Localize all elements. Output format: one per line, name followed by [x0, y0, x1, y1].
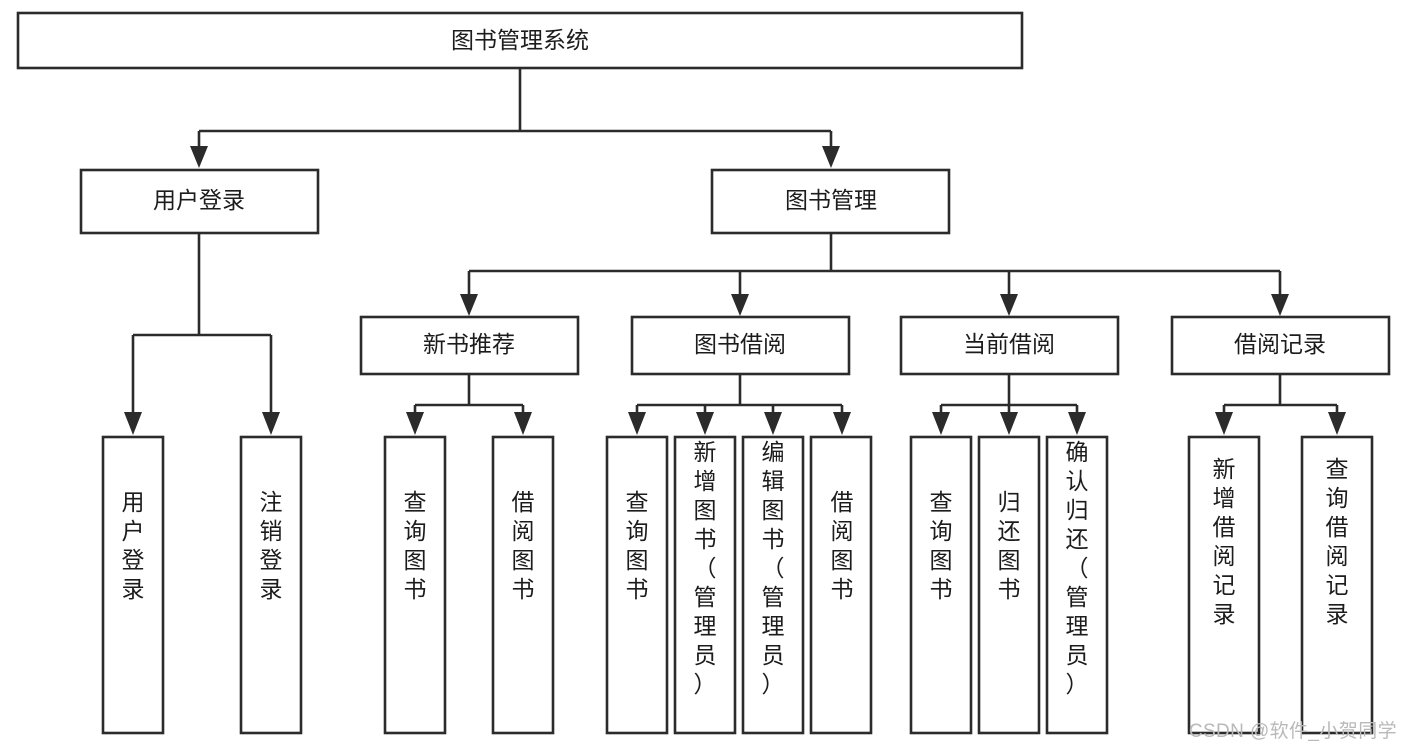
connector-layer	[124, 68, 1346, 435]
arrow-head-leaf-borrow-book-1	[514, 412, 532, 435]
arrow-head-leaf-add-book	[696, 412, 714, 435]
arrow-head-book-borrow	[731, 294, 749, 316]
node-root-label: 图书管理系统	[451, 27, 589, 53]
node-leaf-add-book-label: 新增图书（管理员）	[694, 439, 717, 697]
node-leaf-borrow-book-2-label: 借阅图书	[831, 489, 854, 602]
node-leaf-query-book-3-box[interactable]	[909, 435, 973, 735]
node-leaf-borrow-book-1[interactable]: 借阅图书	[491, 435, 555, 735]
arrow-head-leaf-borrow-book-2	[833, 412, 851, 435]
arrow-head-new-book-recommend	[460, 294, 478, 316]
node-leaf-query-book-1[interactable]: 查询图书	[383, 435, 447, 735]
node-leaf-borrow-book-2-box[interactable]	[809, 435, 873, 735]
node-leaf-borrow-book-2[interactable]: 借阅图书	[809, 435, 873, 735]
node-leaf-add-record-box[interactable]	[1187, 435, 1261, 735]
node-leaf-logout-box[interactable]	[239, 435, 303, 735]
node-leaf-query-book-2-box[interactable]	[605, 435, 669, 735]
node-leaf-add-record-label: 新增借阅记录	[1213, 456, 1236, 627]
arrow-head-user-login	[190, 146, 208, 168]
node-leaf-confirm-return-label: 确认归还（管理员）	[1066, 439, 1089, 697]
node-leaf-add-book-box[interactable]	[673, 435, 737, 735]
arrow-head-leaf-add-record	[1215, 412, 1233, 435]
node-current-borrow-box[interactable]	[899, 315, 1120, 376]
node-leaf-borrow-book-1-box[interactable]	[491, 435, 555, 735]
arrow-head-leaf-edit-book	[764, 412, 782, 435]
arrow-head-borrow-record	[1271, 294, 1289, 316]
node-leaf-logout-label: 注销登录	[260, 489, 283, 602]
node-leaf-return-book[interactable]: 归还图书	[977, 435, 1041, 735]
node-leaf-add-book[interactable]: 新增图书（管理员）	[673, 435, 737, 735]
node-book-borrow[interactable]: 图书借阅	[630, 315, 851, 376]
node-new-book-recommend-box[interactable]	[359, 315, 580, 376]
node-leaf-query-record-box[interactable]	[1300, 435, 1374, 735]
node-current-borrow[interactable]: 当前借阅	[899, 315, 1120, 376]
node-leaf-user-login-label: 用户登录	[122, 489, 145, 602]
node-leaf-borrow-book-1-label: 借阅图书	[512, 489, 535, 602]
node-user-login-label: 用户登录	[153, 187, 245, 213]
node-leaf-query-book-2[interactable]: 查询图书	[605, 435, 669, 735]
node-leaf-query-record-label: 查询借阅记录	[1326, 456, 1349, 627]
arrow-head-leaf-user-login	[124, 412, 142, 435]
node-leaf-query-book-3-label: 查询图书	[930, 489, 953, 602]
arrow-head-leaf-confirm-return	[1068, 412, 1086, 435]
arrow-head-leaf-logout	[262, 412, 280, 435]
node-book-manage-label: 图书管理	[785, 187, 877, 213]
arrow-head-leaf-query-record	[1328, 412, 1346, 435]
node-new-book-recommend[interactable]: 新书推荐	[359, 315, 580, 376]
node-user-login-box[interactable]	[79, 168, 320, 235]
node-book-manage-box[interactable]	[710, 168, 951, 235]
node-leaf-confirm-return[interactable]: 确认归还（管理员）	[1045, 435, 1109, 735]
node-leaf-query-book-1-box[interactable]	[383, 435, 447, 735]
leaf-nodes-layer: 用户登录 注销登录 查询图书 借阅图书 查询图书 新增图书（管理员）	[101, 435, 1374, 735]
node-leaf-return-book-label: 归还图书	[998, 489, 1021, 602]
node-current-borrow-label: 当前借阅	[963, 331, 1055, 357]
node-leaf-edit-book-label: 编辑图书（管理员）	[762, 439, 785, 697]
node-leaf-add-record[interactable]: 新增借阅记录	[1187, 435, 1261, 735]
node-borrow-record[interactable]: 借阅记录	[1170, 315, 1391, 376]
node-leaf-user-login-box[interactable]	[101, 435, 165, 735]
arrow-head-leaf-query-book-3	[932, 412, 950, 435]
arrow-head-leaf-return-book	[1000, 412, 1018, 435]
node-leaf-query-book-2-label: 查询图书	[626, 489, 649, 602]
node-user-login[interactable]: 用户登录	[79, 168, 320, 235]
arrow-head-book-manage	[822, 146, 840, 168]
node-leaf-query-record[interactable]: 查询借阅记录	[1300, 435, 1374, 735]
node-leaf-confirm-return-box[interactable]	[1045, 435, 1109, 735]
node-book-manage[interactable]: 图书管理	[710, 168, 951, 235]
csdn-watermark: CSDN @软件_小贺同学	[1188, 721, 1397, 742]
arrow-head-leaf-query-book-1	[406, 412, 424, 435]
arrow-head-current-borrow	[1000, 294, 1018, 316]
node-leaf-query-book-3[interactable]: 查询图书	[909, 435, 973, 735]
node-leaf-return-book-box[interactable]	[977, 435, 1041, 735]
node-book-borrow-label: 图书借阅	[694, 331, 786, 357]
node-leaf-edit-book-box[interactable]	[741, 435, 805, 735]
node-book-borrow-box[interactable]	[630, 315, 851, 376]
node-leaf-user-login[interactable]: 用户登录	[101, 435, 165, 735]
node-borrow-record-label: 借阅记录	[1234, 331, 1326, 357]
node-leaf-query-book-1-label: 查询图书	[404, 489, 427, 602]
node-root-box[interactable]	[16, 11, 1024, 70]
node-borrow-record-box[interactable]	[1170, 315, 1391, 376]
node-new-book-recommend-label: 新书推荐	[423, 331, 515, 357]
node-leaf-edit-book[interactable]: 编辑图书（管理员）	[741, 435, 805, 735]
arrow-head-leaf-query-book-2	[628, 412, 646, 435]
node-root[interactable]: 图书管理系统	[16, 11, 1024, 70]
node-leaf-logout[interactable]: 注销登录	[239, 435, 303, 735]
